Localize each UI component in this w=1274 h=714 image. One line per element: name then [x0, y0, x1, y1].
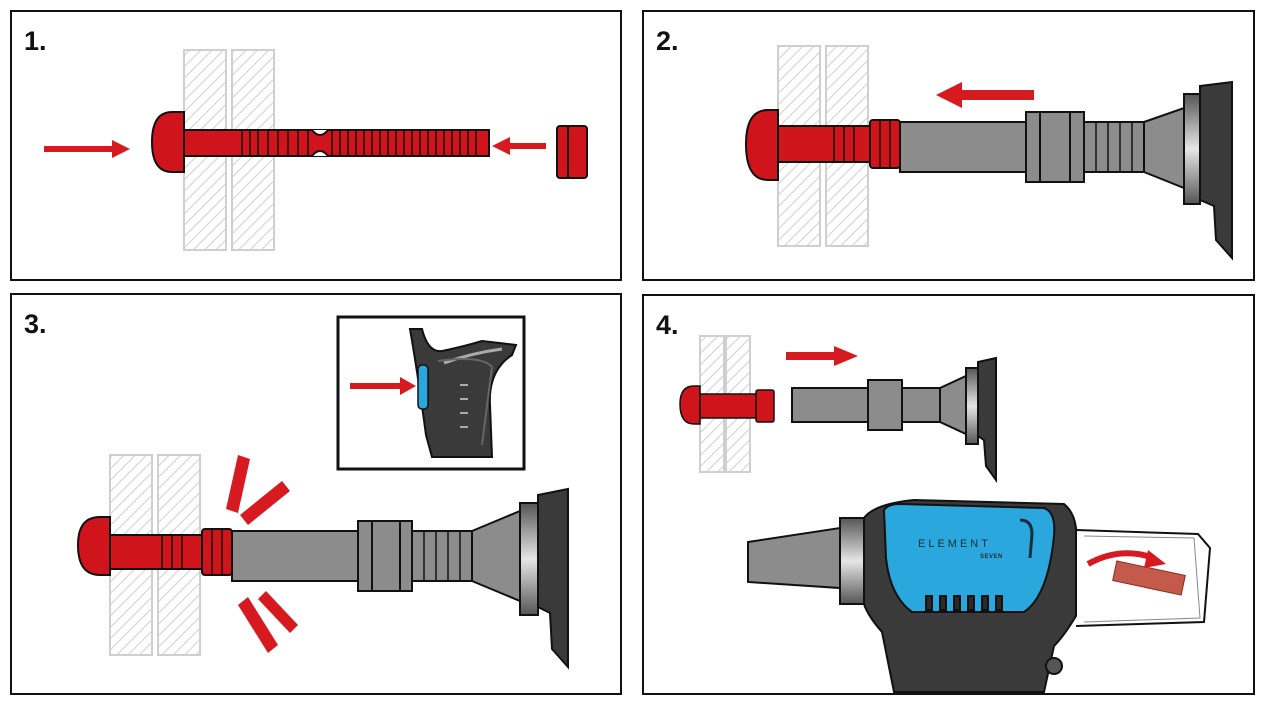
rivet-pin — [150, 111, 490, 173]
rivet-pin — [76, 516, 233, 576]
rivet-pin — [679, 385, 775, 425]
blue-cover — [882, 502, 1056, 613]
arrow-left — [936, 82, 1034, 108]
brand-logo-text: ELEMENT — [918, 538, 991, 550]
tool-body — [1183, 80, 1233, 261]
step-3-number: 3. — [24, 309, 47, 339]
step-4-number: 4. — [656, 310, 679, 340]
step-4-illustration — [679, 335, 1212, 693]
arrow-left — [492, 137, 546, 155]
burst-marks — [226, 455, 298, 653]
rivet-tool — [747, 498, 1212, 693]
rivet-pin — [744, 109, 901, 181]
brand-logo-subtext: SEVEN — [980, 554, 1003, 560]
spent-pin — [1112, 560, 1186, 596]
trigger-button — [417, 364, 429, 410]
collar — [556, 125, 588, 179]
tool-nose — [791, 374, 967, 436]
step-2-illustration — [744, 45, 1233, 261]
trigger-inset — [336, 315, 526, 471]
tool-nose — [231, 509, 521, 603]
step-1-number: 1. — [24, 26, 47, 56]
step-1-illustration — [44, 49, 588, 251]
step-1-panel: 1. — [10, 10, 622, 281]
tool-nose — [899, 106, 1185, 190]
step-2-number: 2. — [656, 26, 679, 56]
step-3-illustration — [76, 315, 569, 670]
arrow-right — [786, 346, 858, 366]
button-dot — [1045, 657, 1063, 675]
tool-body — [965, 356, 997, 484]
arrow-right — [350, 377, 416, 395]
arrow-right — [44, 140, 130, 158]
step-2-panel: 2. — [642, 10, 1255, 281]
tool-body — [519, 487, 569, 670]
step-4-panel: 4. — [642, 294, 1255, 695]
step-3-panel: 3. — [10, 293, 622, 695]
